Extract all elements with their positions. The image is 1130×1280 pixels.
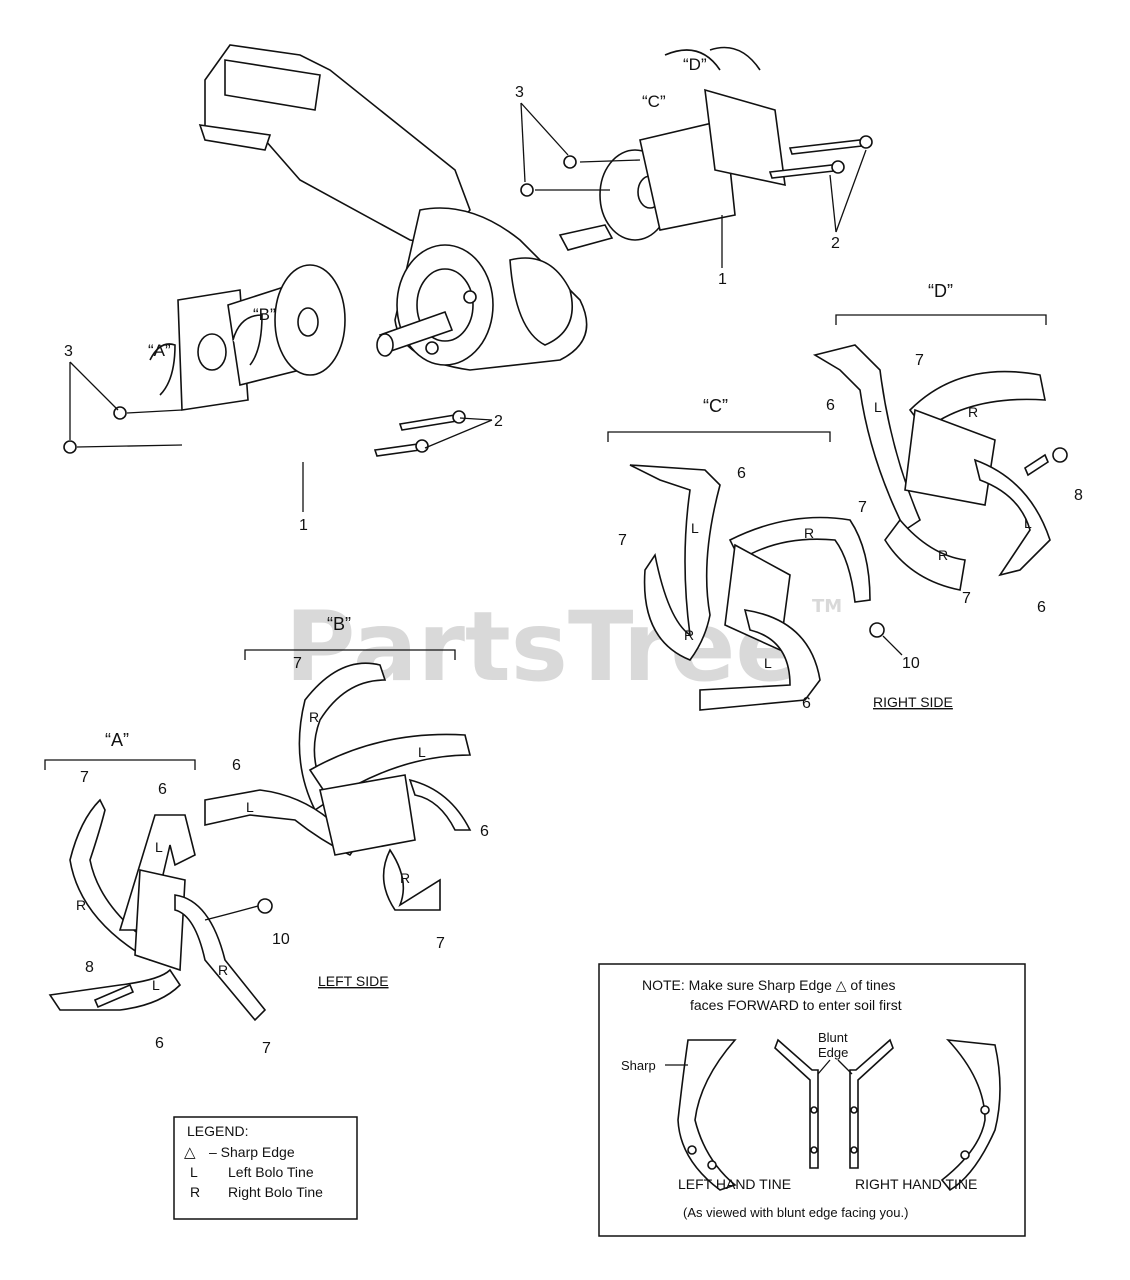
group-c-label: “C” xyxy=(703,396,728,416)
right-hub-assembly xyxy=(520,46,873,241)
tine-mark-d-r2: R xyxy=(938,547,948,563)
group-b-label: “B” xyxy=(327,614,351,634)
watermark-tm: TM xyxy=(812,596,842,617)
note-blunt-label: Blunt xyxy=(818,1030,848,1045)
group-d-tines: “D” 6 7 L R L R 8 7 6 10 RIGHT SIDE xyxy=(812,281,1083,710)
group-d-label: “D” xyxy=(928,281,953,301)
legend-title: LEGEND: xyxy=(187,1123,248,1139)
group-a-label: “A” xyxy=(105,730,129,750)
callout-2-left: 2 xyxy=(494,413,503,430)
tine-mark-b-r1: R xyxy=(309,709,319,725)
note-right-hand-tine: RIGHT HAND TINE xyxy=(855,1176,977,1192)
tine-mark-c-l2: L xyxy=(764,655,772,671)
legend-text-left: Left Bolo Tine xyxy=(228,1164,314,1180)
group-c-tines: “C” 6 7 7 L R R L 6 xyxy=(607,396,871,712)
tine-mark-b-l1: L xyxy=(418,744,426,760)
callout-7-b2: 7 xyxy=(436,935,445,952)
callout-8-a: 8 xyxy=(85,959,94,976)
legend-text-sharp: – Sharp Edge xyxy=(209,1144,295,1160)
callout-7-a2: 7 xyxy=(262,1040,271,1057)
callout-1-right: 1 xyxy=(718,271,727,288)
tine-mark-a-l2: L xyxy=(152,977,160,993)
callout-10-right: 10 xyxy=(902,655,920,672)
legend-symbol-right: R xyxy=(190,1184,200,1200)
callout-6-c2: 6 xyxy=(802,695,811,712)
transmission-housing xyxy=(198,44,614,371)
group-a-top: “A” xyxy=(148,341,171,360)
tine-mark-d-l1: L xyxy=(874,399,882,415)
tine-mark-b-r2: R xyxy=(400,870,410,886)
callout-6-d1: 6 xyxy=(826,397,835,414)
note-line-1: NOTE: Make sure Sharp Edge △ of tines xyxy=(642,977,896,993)
left-hub-assembly xyxy=(63,264,466,457)
legend-text-right: Right Bolo Tine xyxy=(228,1184,323,1200)
callout-7-d2: 7 xyxy=(962,590,971,607)
note-line-2: faces FORWARD to enter soil first xyxy=(690,997,902,1013)
group-b-tines: “B” 7 R L 6 L 6 R 7 xyxy=(204,614,489,952)
callout-7-c1: 7 xyxy=(618,532,627,549)
callout-3-right: 3 xyxy=(515,84,524,101)
callout-7-a1: 7 xyxy=(80,769,89,786)
note-box: NOTE: Make sure Sharp Edge △ of tines fa… xyxy=(598,963,1026,1237)
watermark: PartsTree xyxy=(285,591,800,703)
note-left-hand-tine: LEFT HAND TINE xyxy=(678,1176,791,1192)
callout-3-left: 3 xyxy=(64,343,73,360)
callout-7-c2: 7 xyxy=(858,499,867,516)
callout-2-right: 2 xyxy=(831,235,840,252)
tine-mark-a-l1: L xyxy=(155,839,163,855)
right-hand-tine-illustrations xyxy=(849,1038,1001,1192)
legend-symbol-sharp: △ xyxy=(184,1144,196,1161)
group-c-top: “C” xyxy=(642,92,666,111)
tine-mark-d-r1: R xyxy=(968,404,978,420)
callout-6-d2: 6 xyxy=(1037,599,1046,616)
callout-7-b1: 7 xyxy=(293,655,302,672)
callout-10-left: 10 xyxy=(272,931,290,948)
right-side-label: RIGHT SIDE xyxy=(873,694,953,710)
left-side-label: LEFT SIDE xyxy=(318,973,389,989)
group-b-top: “B” xyxy=(253,305,276,324)
tine-mark-c-l1: L xyxy=(691,520,699,536)
tine-mark-c-r2: R xyxy=(684,627,694,643)
legend-symbol-left: L xyxy=(190,1164,198,1180)
upper-callouts: 3 2 1 “C” “D” 3 “A” “B” 2 1 xyxy=(64,55,867,534)
callout-6-a1: 6 xyxy=(158,781,167,798)
tine-mark-d-l2: L xyxy=(1024,515,1032,531)
note-footer: (As viewed with blunt edge facing you.) xyxy=(683,1205,908,1220)
callout-6-b2: 6 xyxy=(480,823,489,840)
callout-6-b1: 6 xyxy=(232,757,241,774)
tine-mark-c-r1: R xyxy=(804,525,814,541)
note-edge-label: Edge xyxy=(818,1045,848,1060)
callout-8-d: 8 xyxy=(1074,487,1083,504)
callout-1-left: 1 xyxy=(299,517,308,534)
note-sharp-label: Sharp xyxy=(621,1058,656,1073)
tine-mark-b-l2: L xyxy=(246,799,254,815)
group-d-top: “D” xyxy=(683,55,707,74)
legend-box: LEGEND: △ – Sharp Edge L Left Bolo Tine … xyxy=(173,1116,358,1220)
group-a-tines: “A” 7 6 L R L R 10 8 6 7 LEFT SIDE xyxy=(44,730,389,1057)
callout-6-a2: 6 xyxy=(155,1035,164,1052)
callout-6-c1: 6 xyxy=(737,465,746,482)
tine-mark-a-r1: R xyxy=(76,897,86,913)
callout-7-d: 7 xyxy=(915,352,924,369)
left-hand-tine-illustrations: Sharp xyxy=(621,1038,819,1191)
tine-mark-a-r2: R xyxy=(218,962,228,978)
